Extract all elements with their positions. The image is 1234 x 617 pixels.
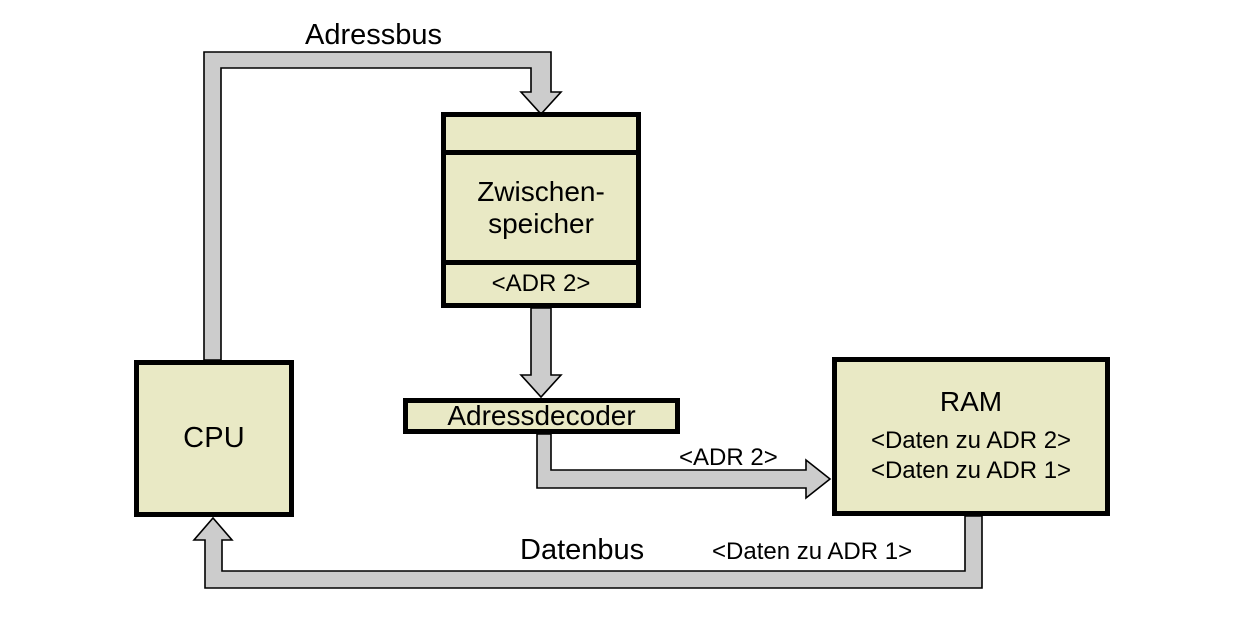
data-bus-label: Datenbus (520, 534, 645, 566)
decoder-to-ram-label: <ADR 2> (679, 444, 778, 471)
cpu-label: CPU (183, 422, 245, 454)
latch-name-line2: speicher (488, 207, 594, 239)
latch-top-cell (446, 117, 636, 155)
node-adressdecoder[interactable]: Adressdecoder (403, 398, 680, 434)
ram-row-1: <Daten zu ADR 1> (870, 456, 1072, 484)
address-bus-label: Adressbus (305, 19, 443, 51)
node-zwischenspeicher[interactable]: Zwischen- speicher <ADR 2> (441, 112, 641, 308)
ram-row-0: <Daten zu ADR 2> (870, 427, 1072, 455)
node-cpu[interactable]: CPU (134, 360, 294, 517)
address-bus-wire (203, 51, 563, 361)
node-ram[interactable]: RAM <Daten zu ADR 2> <Daten zu ADR 1> (832, 357, 1110, 516)
latch-name-cell: Zwischen- speicher (446, 155, 636, 265)
ram-title-label: RAM (939, 386, 1003, 418)
latch-value-cell: <ADR 2> (446, 265, 636, 303)
adressdecoder-label: Adressdecoder (447, 400, 636, 431)
latch-value-label: <ADR 2> (491, 270, 591, 297)
latch-to-decoder-wire (519, 307, 563, 399)
latch-name-line1: Zwischen- (477, 176, 605, 208)
data-bus-payload-label: <Daten zu ADR 1> (712, 538, 913, 565)
decoder-to-ram-wire (536, 433, 832, 500)
data-bus-wire (192, 515, 983, 589)
